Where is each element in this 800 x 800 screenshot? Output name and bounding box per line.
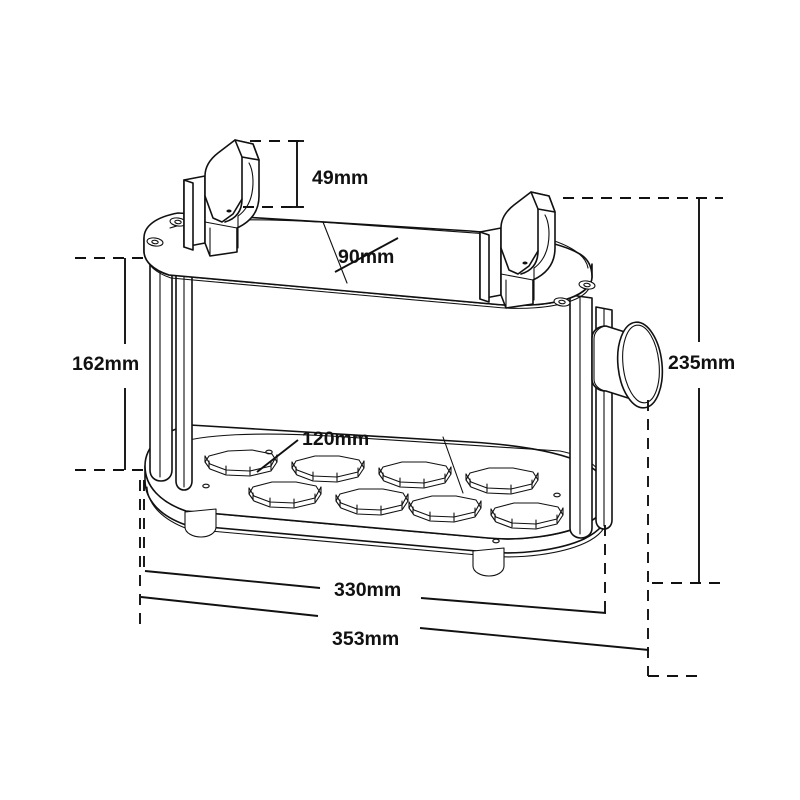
dimension-annotations: 49mm 90mm 162mm 235mm 120mm	[72, 140, 735, 677]
left-handle-inner-line	[204, 221, 238, 229]
dimension-49mm: 49mm	[243, 140, 368, 208]
right-handle	[479, 191, 556, 309]
side-knob	[591, 321, 664, 409]
left-handle-rear-block-side	[183, 179, 194, 251]
dim-330-line-right	[420, 597, 607, 614]
tray-hole-6	[335, 488, 409, 516]
right-handle-pin-hole	[522, 261, 528, 265]
knob-shaft-edge	[593, 325, 607, 392]
tray-hole-7	[408, 495, 482, 523]
dimension-label-235mm: 235mm	[668, 352, 735, 374]
tray-hole-4	[465, 467, 539, 495]
right-handle-v-notch	[500, 247, 539, 275]
tray-hole-8	[490, 502, 564, 530]
tray-wall-edge-line	[146, 486, 608, 558]
left-handle	[183, 139, 260, 257]
foot-right	[472, 547, 505, 577]
dim-330-line-left	[144, 570, 321, 589]
top-plate-edge-line	[145, 255, 592, 309]
dimension-label-49mm: 49mm	[312, 167, 368, 189]
right-handle-rear-block-side	[479, 231, 490, 303]
tray-hole-group	[204, 449, 564, 530]
tray-feet	[184, 508, 505, 577]
foot-left	[184, 508, 217, 538]
tray-hole-5	[248, 481, 322, 509]
dimension-label-90mm: 90mm	[338, 246, 394, 268]
tray-seam-line	[442, 436, 464, 494]
dimension-235mm: 235mm	[563, 197, 735, 584]
dimension-120mm: 120mm	[256, 428, 369, 473]
right-post	[569, 294, 593, 539]
dim-120-leader	[256, 439, 299, 473]
tray-hole-3	[378, 461, 452, 489]
dimension-162mm: 162mm	[72, 257, 150, 471]
left-handle-cutout	[237, 162, 254, 249]
dimension-353mm: 353mm	[139, 400, 700, 677]
top-plate-seam	[322, 221, 348, 284]
tray-screw-holes	[202, 449, 561, 544]
dimension-label-162mm: 162mm	[72, 353, 139, 375]
knob-cap	[616, 321, 664, 409]
dim-353-line-right	[419, 627, 650, 651]
right-handle-hook	[530, 191, 556, 213]
dim-353-line-left	[140, 596, 319, 617]
knob-cap-inner	[622, 324, 660, 404]
dimension-label-330mm: 330mm	[334, 579, 401, 601]
product-geometry	[143, 139, 664, 577]
dimension-label-353mm: 353mm	[332, 628, 399, 650]
dimension-label-120mm: 120mm	[302, 428, 369, 450]
right-handle-cutout	[533, 214, 550, 301]
bottom-tray	[144, 424, 609, 577]
dimension-330mm: 330mm	[143, 480, 607, 617]
top-plate-screw-holes	[146, 217, 596, 307]
dimension-90mm: 90mm	[334, 237, 399, 273]
left-handle-v-notch	[204, 195, 243, 223]
left-handle-pin-hole	[226, 209, 232, 213]
left-handle-hook	[234, 139, 260, 161]
left-post	[149, 258, 173, 482]
right-handle-inner-line	[500, 273, 534, 281]
dim-90-leader	[334, 237, 399, 273]
tray-hole-2	[291, 455, 365, 483]
